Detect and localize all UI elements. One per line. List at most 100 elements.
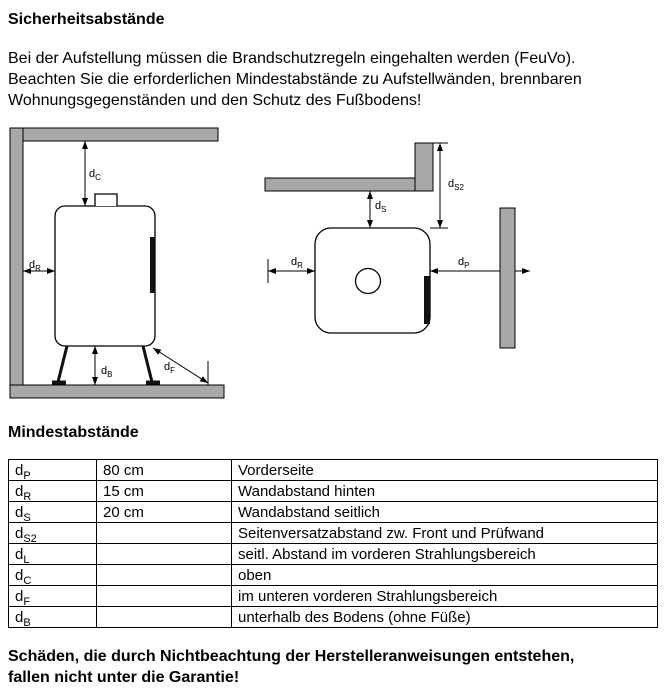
stove-door-marker	[424, 276, 430, 324]
warranty-warning: Schäden, die durch Nichtbeachtung der He…	[8, 646, 669, 688]
symbol-base: d	[15, 545, 24, 563]
label-dp-base: d	[458, 256, 464, 268]
symbol-subscript: R	[23, 490, 32, 502]
symbol-base: d	[15, 608, 24, 626]
distance-description-cell: seitl. Abstand im vorderen Strahlungsber…	[231, 543, 658, 565]
symbol-base: d	[15, 461, 24, 479]
distance-value-cell: 80 cm	[96, 459, 232, 481]
rear-wall	[9, 127, 24, 399]
stove-flue-stub	[94, 193, 118, 206]
label-dr-sub: R	[35, 264, 41, 273]
label-dp-sub: P	[464, 261, 469, 270]
symbol-subscript: P	[23, 469, 31, 481]
table-row: dP 80 cm Vorderseite	[8, 459, 658, 481]
symbol-subscript: L	[23, 553, 30, 565]
stove-door-handle	[150, 237, 155, 293]
distance-description-cell: unterhalb des Bodens (ohne Füße)	[231, 606, 658, 628]
page-title: Sicherheitsabstände	[8, 11, 165, 28]
min-distances-table: dP 80 cm Vorderseite dR 15 cm Wandabstan…	[8, 459, 658, 628]
label-dc-base: d	[89, 168, 95, 180]
label-df-base: d	[164, 361, 170, 373]
label-df: dF	[164, 361, 175, 375]
table-row: dF im unteren vorderen Strahlungsbereich	[8, 585, 658, 607]
label-db-sub: B	[107, 370, 112, 379]
label-ds: dS	[375, 200, 386, 214]
distance-symbol-cell: dF	[8, 585, 97, 607]
distance-description-cell: Wandabstand seitlich	[231, 501, 658, 523]
stove-body	[54, 205, 156, 347]
label-ds-base: d	[375, 200, 381, 212]
label-db: dB	[101, 365, 112, 379]
symbol-base: d	[15, 566, 24, 584]
symbol-base: d	[15, 482, 24, 500]
distance-description-cell: im unteren vorderen Strahlungsbereich	[231, 585, 658, 607]
symbol-subscript: C	[23, 574, 32, 586]
label-dc-sub: C	[95, 173, 101, 182]
distance-symbol-cell: dS2	[8, 522, 97, 544]
table-row: dC oben	[8, 564, 658, 586]
intro-line-3: Wohnungsgegenständen und den Schutz des …	[8, 92, 422, 109]
label-ds2-base: d	[448, 178, 454, 190]
distance-symbol-cell: dB	[8, 606, 97, 628]
warning-line-2: fallen nicht unter die Garantie!	[8, 669, 240, 686]
stove-leg-left	[56, 345, 69, 383]
front-wall	[499, 207, 516, 349]
distance-symbol-cell: dP	[8, 459, 97, 481]
label-ds2-sub: S2	[454, 183, 464, 192]
symbol-base: d	[15, 524, 24, 542]
distance-symbol-cell: dS	[8, 501, 97, 523]
safety-distance-diagrams: dC dR dB dF dS dS2 dR dP	[9, 127, 530, 399]
label-dp: dP	[458, 256, 469, 270]
table-row: dS 20 cm Wandabstand seitlich	[8, 501, 658, 523]
table-row: dB unterhalb des Bodens (ohne Füße)	[8, 606, 658, 628]
distance-value-cell	[96, 585, 232, 607]
distance-symbol-cell: dL	[8, 543, 97, 565]
min-distances-table-body: dP 80 cm Vorderseite dR 15 cm Wandabstan…	[8, 459, 658, 628]
warning-line-1: Schäden, die durch Nichtbeachtung der He…	[8, 648, 575, 665]
distance-symbol-cell: dR	[8, 480, 97, 502]
distance-description-cell: Wandabstand hinten	[231, 480, 658, 502]
distance-value-cell	[96, 543, 232, 565]
intro-line-2: Beachten Sie die erforderlichen Mindesta…	[8, 71, 582, 88]
symbol-subscript: S	[23, 511, 31, 523]
section-title: Mindestabstände	[8, 424, 139, 441]
floor	[9, 384, 225, 399]
distance-symbol-cell: dC	[8, 564, 97, 586]
symbol-subscript: S2	[23, 532, 37, 544]
table-row: dL seitl. Abstand im vorderen Strahlungs…	[8, 543, 658, 565]
distance-value-cell: 20 cm	[96, 501, 232, 523]
distance-value-cell	[96, 606, 232, 628]
symbol-subscript: B	[23, 616, 31, 628]
label-ds-sub: S	[381, 205, 386, 214]
label-db-base: d	[101, 365, 107, 377]
label-dr-top: dR	[291, 256, 303, 270]
side-wall	[264, 177, 434, 192]
distance-description-cell: oben	[231, 564, 658, 586]
distance-value-cell	[96, 522, 232, 544]
label-dr-base: d	[29, 259, 35, 271]
test-wall	[414, 142, 434, 192]
symbol-base: d	[15, 503, 24, 521]
table-row: dS2 Seitenversatzabstand zw. Front und P…	[8, 522, 658, 544]
stove-leg-right	[141, 345, 154, 383]
table-row: dR 15 cm Wandabstand hinten	[8, 480, 658, 502]
label-dr-front: dR	[29, 259, 41, 273]
symbol-base: d	[15, 587, 24, 605]
front-view-diagram: dC dR dB dF	[9, 127, 225, 399]
distance-value-cell: 15 cm	[96, 480, 232, 502]
label-ds2: dS2	[448, 178, 464, 192]
label-dr-top-sub: R	[297, 261, 303, 270]
symbol-subscript: F	[23, 595, 31, 607]
distance-description-cell: Vorderseite	[231, 459, 658, 481]
intro-paragraph: Bei der Aufstellung müssen die Brandschu…	[8, 48, 669, 111]
label-df-sub: F	[170, 366, 175, 375]
intro-line-1: Bei der Aufstellung müssen die Brandschu…	[8, 50, 576, 67]
label-dc: dC	[89, 168, 101, 182]
top-view-diagram: dS dS2 dR dP	[264, 142, 530, 349]
distance-description-cell: Seitenversatzabstand zw. Front und Prüfw…	[231, 522, 658, 544]
label-dr-top-base: d	[291, 256, 297, 268]
flue-outlet-circle	[354, 267, 382, 295]
ceiling-wall	[9, 127, 219, 142]
arrow-df	[152, 347, 209, 384]
